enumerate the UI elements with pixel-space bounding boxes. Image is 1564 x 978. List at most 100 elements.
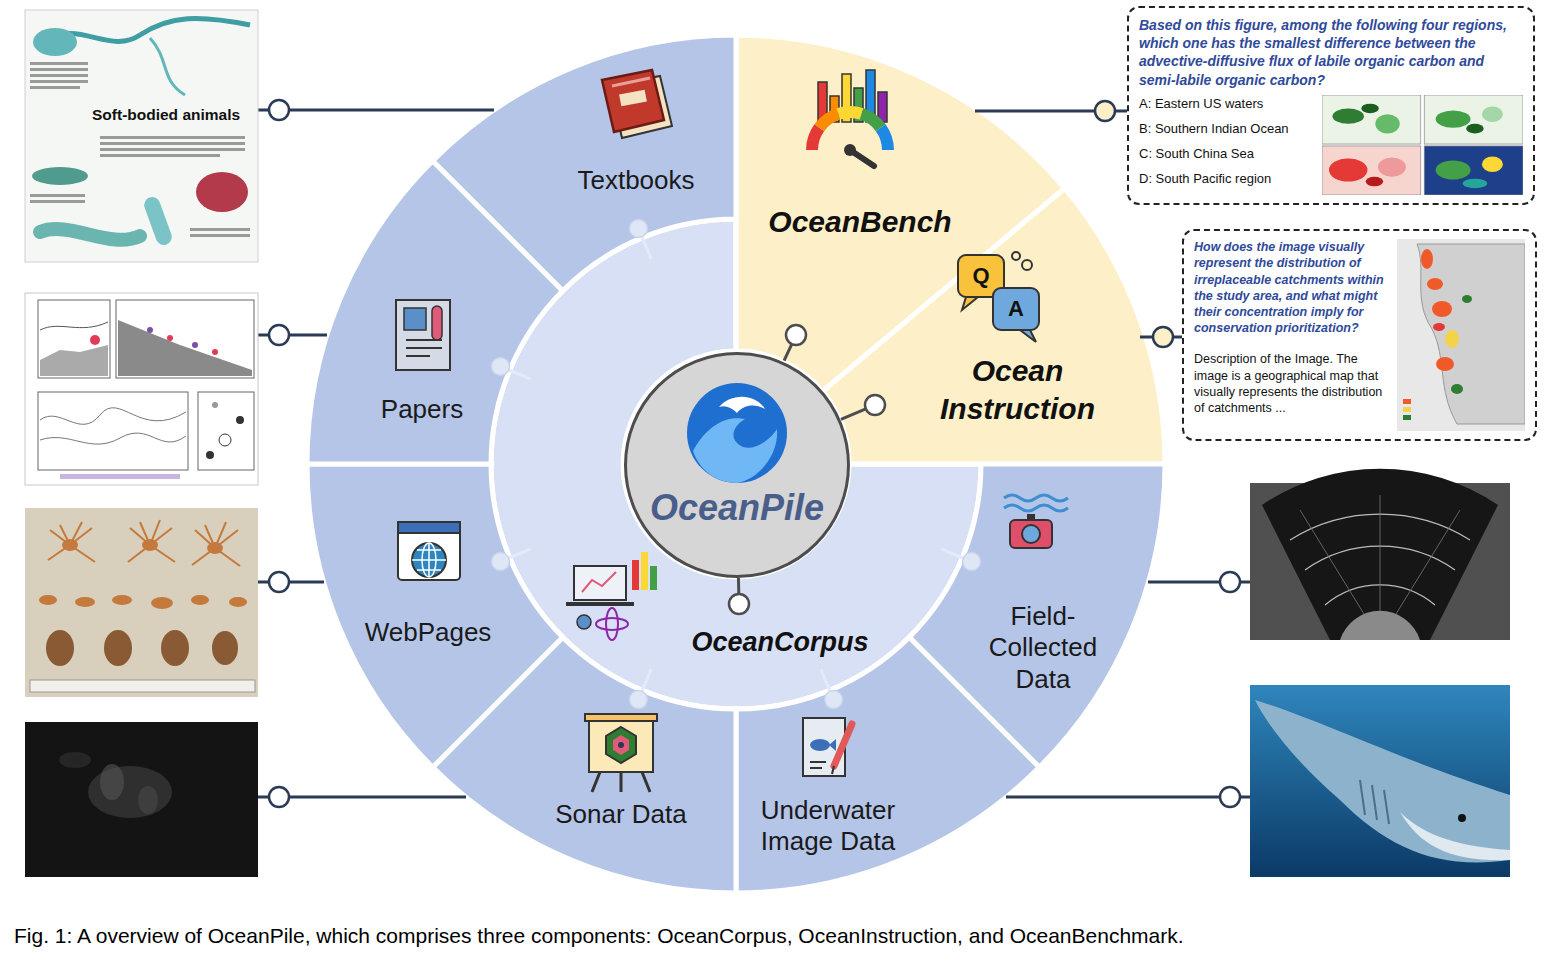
- textbook-page-image: [100, 154, 220, 157]
- figure-caption: Fig. 1: A overview of OceanPile, which c…: [14, 924, 1184, 948]
- analytics-icon: [566, 552, 657, 640]
- paper-figure-image: [116, 300, 254, 378]
- field-camera-icon: [1004, 495, 1068, 511]
- map-key-swatch: [1403, 415, 1411, 420]
- textbook-page-image: [30, 68, 88, 71]
- node-body-text: Description of the Image. The image is a…: [1194, 351, 1389, 416]
- paper-figure-image: [38, 300, 110, 378]
- leader-dot: [269, 787, 289, 807]
- paper-figure-image: [25, 293, 258, 485]
- map-panel: [1424, 95, 1523, 144]
- crab-specimens-photo: [161, 630, 189, 666]
- paper-icon: [406, 340, 442, 356]
- crab-specimens-photo: [75, 597, 95, 607]
- stub-line: [963, 553, 981, 571]
- map-patch: [1375, 114, 1399, 133]
- node-text: Papers: [381, 394, 463, 425]
- icon-letter: Q: [972, 263, 989, 289]
- paper-figure-image: [192, 342, 198, 348]
- paper-figure-image: [40, 408, 186, 444]
- book-icon: [602, 70, 672, 138]
- leader-dot: [269, 572, 289, 592]
- stub-line: [491, 553, 509, 571]
- analytics-icon: [596, 618, 628, 630]
- crab-specimens-photo: [25, 508, 258, 697]
- paper-figure-image: [212, 349, 218, 355]
- browser-icon: [412, 543, 446, 577]
- qa-bubbles-icon: [1022, 260, 1032, 270]
- crab-specimens-photo: [30, 680, 255, 692]
- catchment-patch: [1436, 357, 1454, 371]
- gauge-icon: [812, 70, 888, 166]
- crab-specimens-photo: [104, 630, 132, 666]
- leader-dot: [269, 100, 1240, 807]
- leader-dot: [269, 325, 289, 345]
- leader-dot: [1220, 572, 1240, 592]
- analytics-icon: [632, 560, 639, 590]
- crab-specimens-photo: [151, 597, 173, 609]
- field-camera-icon: [1022, 525, 1040, 543]
- paper-icon: [432, 306, 442, 340]
- map-panel: [1322, 95, 1421, 144]
- crab-specimens-photo: [142, 539, 158, 551]
- node-text: Textbooks: [577, 165, 694, 196]
- browser-icon: [398, 522, 460, 580]
- paper-figure-image: [60, 474, 180, 479]
- sonar-icon: [606, 727, 636, 763]
- field-camera-icon: [1027, 514, 1035, 520]
- analytics-icon: [641, 552, 648, 590]
- source-segment: Textbooks: [573, 163, 698, 198]
- node-body-text: D: South Pacific region: [1139, 170, 1314, 188]
- book-icon: [602, 70, 664, 132]
- wheel-segment: [736, 637, 1039, 893]
- textbook-page-image: [25, 10, 258, 262]
- map-patch: [1436, 156, 1503, 188]
- map-patch: [1436, 110, 1471, 127]
- paper-figure-image: [167, 335, 173, 341]
- paper-figure-image: [38, 392, 188, 470]
- textbook-page-image: [100, 148, 245, 151]
- qa-bubbles-icon: [962, 297, 978, 310]
- browser-icon: [398, 522, 460, 580]
- source-segment: Papers: [377, 392, 467, 427]
- catchment-map: [1397, 239, 1525, 431]
- sonar-icon: [618, 742, 624, 748]
- stub-line: [491, 357, 509, 375]
- map-panel: [1424, 146, 1523, 195]
- paper-figure-image: [206, 451, 214, 459]
- map-patch: [1466, 124, 1483, 134]
- source-segment: Underwater Image Data: [743, 793, 913, 859]
- stub-line: [786, 325, 806, 345]
- book-icon: [619, 90, 647, 107]
- map-key-swatch: [1403, 407, 1411, 412]
- sonar-image-dark: [59, 752, 91, 768]
- sonar-image-dark: [88, 766, 172, 818]
- stub-line: [629, 691, 647, 709]
- paper-figure-image: [118, 320, 252, 376]
- analytics-icon: [574, 566, 626, 600]
- textbook-page-image: [100, 142, 245, 145]
- sonar-icon: [589, 718, 653, 772]
- map-patch: [1378, 157, 1406, 176]
- crab-specimens-photo: [192, 522, 240, 566]
- textbook-page-image: [190, 234, 250, 237]
- analytics-icon: [566, 602, 634, 606]
- qa-bubbles-icon: [1012, 252, 1020, 260]
- stub-line: [865, 395, 885, 415]
- textbook-page-image: [30, 62, 88, 65]
- paper-figure-image: [212, 402, 218, 408]
- sonar-icon: [592, 772, 650, 792]
- leader-dot: [1220, 787, 1240, 807]
- paper-figure-image: [90, 335, 100, 345]
- catchment-patch: [1445, 330, 1459, 348]
- catchment-patch: [1432, 301, 1452, 317]
- crab-specimens-photo: [128, 520, 175, 562]
- image-data-icon: [810, 739, 830, 751]
- node-text: Based on this figure, among the followin…: [1139, 16, 1523, 89]
- sonar-scan-image: [1300, 495, 1460, 640]
- source-segment: WebPages: [361, 615, 496, 650]
- sonar-icon: [585, 714, 657, 792]
- shark-photo: [1360, 780, 1389, 824]
- map-patch: [1436, 106, 1503, 133]
